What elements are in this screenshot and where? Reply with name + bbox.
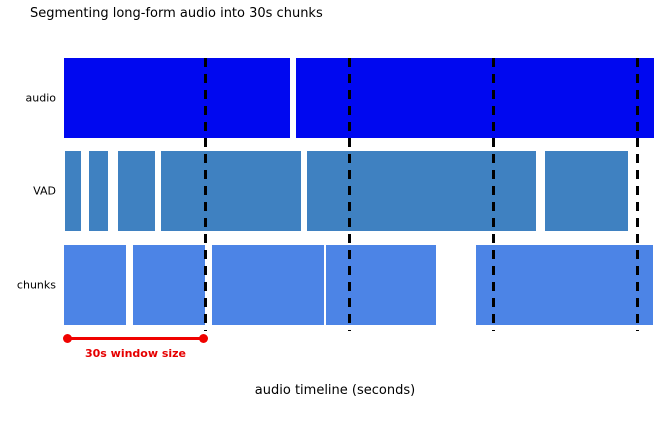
segment-bar (326, 245, 436, 325)
row-label-chunks: chunks (16, 278, 56, 292)
segment-bar (212, 245, 324, 325)
row-label-audio: audio (25, 91, 56, 105)
window-size-arrow (67, 337, 204, 340)
window-boundary-line (347, 58, 351, 331)
arrow-end-dot (198, 334, 208, 343)
segment-bar (161, 151, 302, 231)
window-size-annotation: 30s window size (84, 347, 187, 360)
segment-bar (117, 151, 155, 231)
window-boundary-line (492, 58, 496, 331)
segment-bar (132, 245, 206, 325)
window-boundary-line (636, 58, 640, 331)
segment-bar (63, 245, 127, 325)
figure-title: Segmenting long-form audio into 30s chun… (30, 6, 323, 21)
x-axis-label: audio timeline (seconds) (254, 383, 416, 398)
segment-bar (64, 151, 81, 231)
segment-bar (475, 245, 653, 325)
arrow-start-dot (63, 334, 73, 343)
segment-bar (295, 58, 655, 138)
segment-bar (306, 151, 536, 231)
window-boundary-line (203, 58, 207, 331)
segment-bar (88, 151, 108, 231)
segment-bar (545, 151, 628, 231)
segment-bar (63, 58, 290, 138)
row-label-vad: VAD (33, 184, 56, 198)
